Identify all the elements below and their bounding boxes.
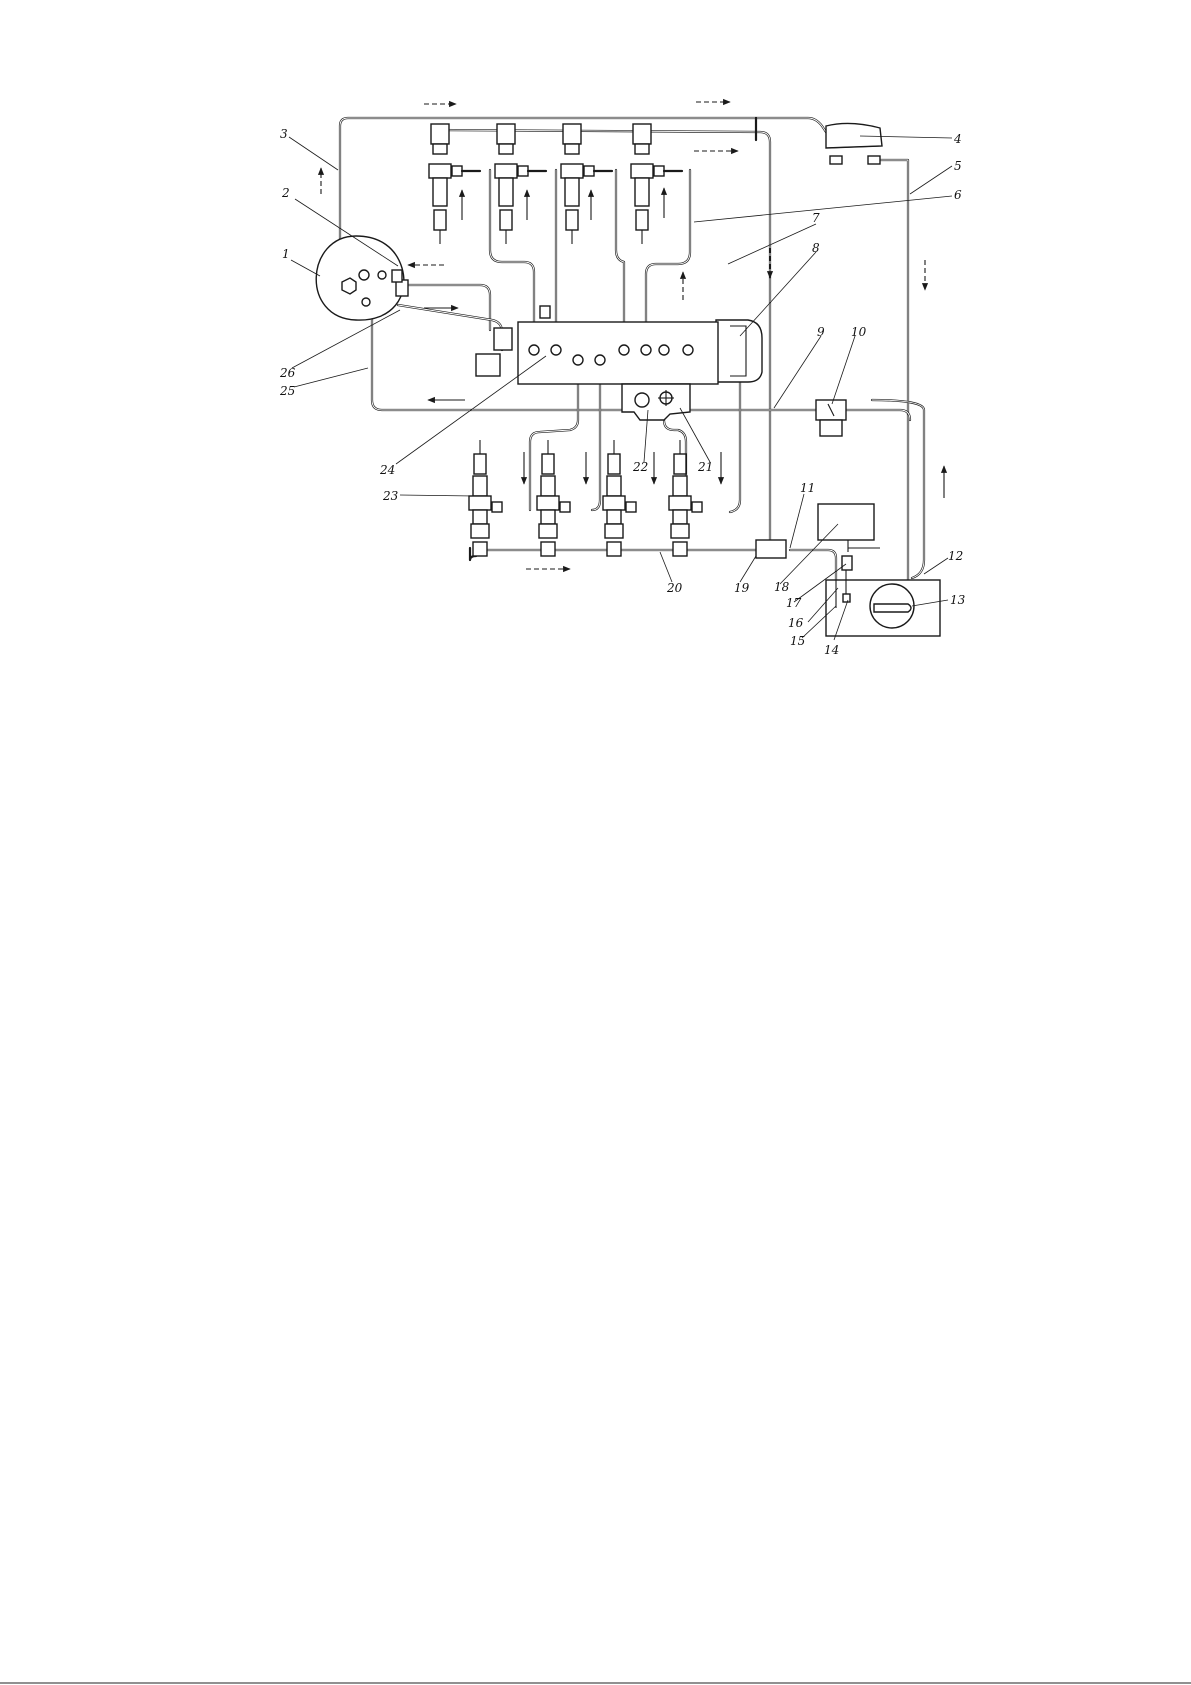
high-pressure-pump	[716, 320, 762, 382]
callout-12: 12	[948, 549, 963, 563]
callout-16: 16	[788, 616, 804, 630]
callout-8: 8	[812, 241, 820, 255]
callout-11: 11	[800, 481, 815, 495]
lower-injector-3	[603, 440, 636, 556]
inline-filter	[816, 400, 846, 436]
callout-21: 21	[697, 460, 713, 474]
callout-10: 10	[851, 325, 867, 339]
callout-7: 7	[812, 211, 820, 225]
callout-1: 1	[282, 247, 290, 261]
callout-3: 3	[280, 127, 288, 141]
callout-13: 13	[950, 593, 966, 607]
callout-2: 2	[281, 186, 290, 200]
fuel-block	[476, 306, 718, 384]
upper-injector-1	[429, 124, 480, 244]
callout-14: 14	[824, 643, 839, 657]
fuel-pump	[316, 236, 408, 320]
callout-6: 6	[954, 188, 962, 202]
callout-19: 19	[734, 581, 750, 595]
callout-24: 24	[379, 463, 395, 477]
upper-injector-3	[561, 124, 612, 244]
fine-filter	[826, 123, 882, 164]
fuel-tank	[826, 580, 940, 636]
callout-17: 17	[786, 596, 802, 610]
lower-injector-1	[469, 440, 502, 556]
callout-26: 26	[279, 366, 296, 380]
lower-injector-4	[669, 440, 702, 556]
callout-15: 15	[790, 634, 805, 648]
callout-20: 20	[666, 581, 683, 595]
callout-4: 4	[953, 132, 962, 146]
upper-injector-2	[495, 124, 546, 244]
valve-block	[622, 384, 690, 420]
callout-25: 25	[279, 384, 295, 398]
callout-23: 23	[382, 489, 399, 503]
upper-injector-4	[631, 124, 682, 244]
tee-fitting	[756, 540, 786, 558]
callout-22: 22	[632, 460, 648, 474]
callout-9: 9	[817, 325, 825, 339]
callout-5: 5	[954, 159, 962, 173]
lower-injector-2	[537, 440, 570, 556]
callout-18: 18	[774, 580, 790, 594]
control-box	[818, 504, 880, 552]
